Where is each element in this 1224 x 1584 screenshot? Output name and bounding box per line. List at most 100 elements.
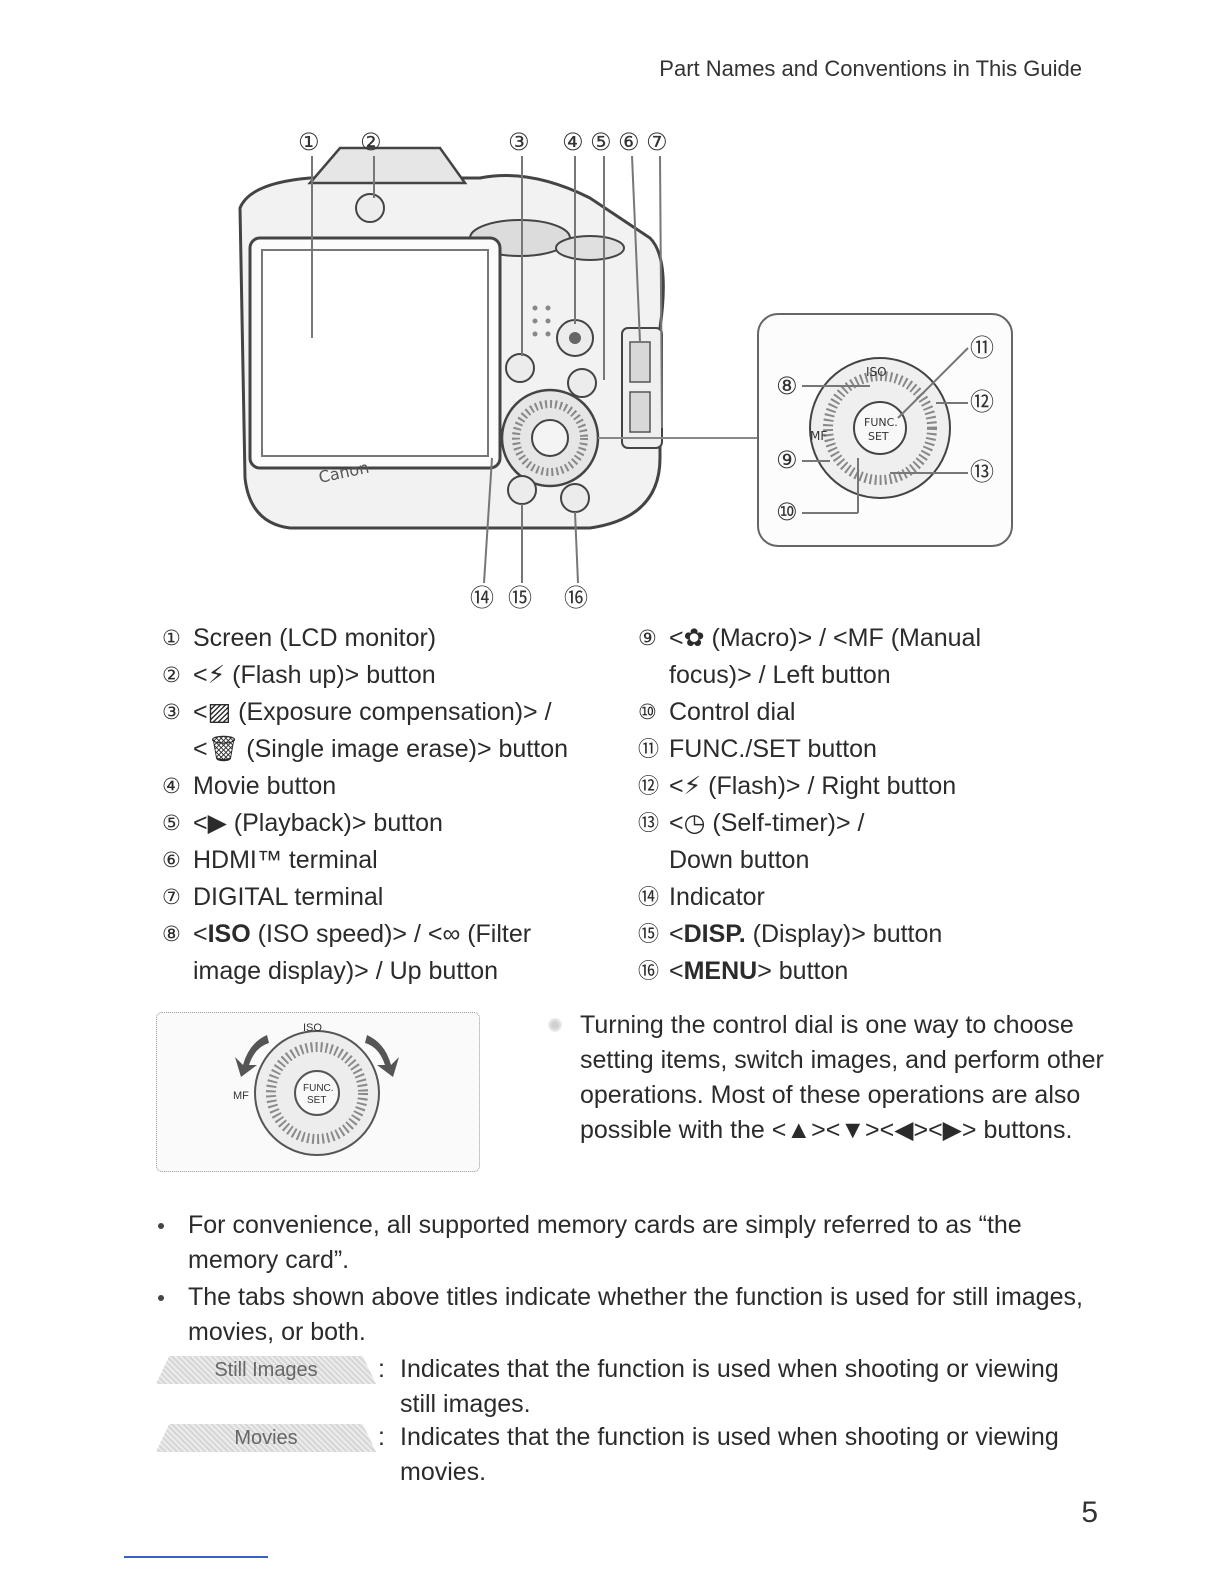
svg-text:SET: SET bbox=[868, 430, 889, 443]
lcd-screen bbox=[261, 249, 489, 457]
control-dial-ring bbox=[512, 400, 588, 476]
legend-text: DIGITAL terminal bbox=[193, 883, 384, 911]
legend-text: (Display)> button bbox=[745, 920, 943, 948]
playback-icon: ▶ bbox=[207, 809, 227, 837]
callout-12: ⑫ bbox=[970, 388, 994, 416]
callout-15: ⑮ bbox=[508, 584, 532, 612]
legend-num: ⑦ bbox=[162, 886, 181, 909]
legend-pre: < bbox=[669, 772, 684, 800]
callout-4: ④ bbox=[562, 128, 584, 156]
list-item-text: For convenience, all supported memory ca… bbox=[188, 1211, 1022, 1274]
legend-num: ④ bbox=[162, 775, 181, 798]
legend-item: ① Screen (LCD monitor) bbox=[162, 620, 612, 657]
page-header: Part Names and Conventions in This Guide bbox=[659, 56, 1082, 81]
legend-num: ⑮ bbox=[638, 923, 659, 946]
legend-num: ② bbox=[162, 664, 181, 687]
legend-num: ⑯ bbox=[638, 960, 659, 983]
legend-text: (Self-timer)> / bbox=[705, 809, 865, 837]
legend-text: FUNC./SET button bbox=[669, 735, 877, 763]
legend-text: (Macro)> / <MF (Manual bbox=[704, 624, 982, 652]
legend-item: ⑭ Indicator bbox=[638, 879, 1078, 916]
control-dial-tip: Turning the control dial is one way to c… bbox=[548, 1008, 1108, 1148]
svg-text:SET: SET bbox=[307, 1095, 326, 1106]
svg-text:ISO: ISO bbox=[303, 1022, 322, 1034]
macro-icon: ✿ bbox=[683, 624, 705, 652]
svg-text:MF: MF bbox=[810, 429, 827, 443]
callout-8: ⑧ bbox=[776, 372, 798, 400]
legend-text: (Playback)> button bbox=[226, 809, 443, 837]
legend-text: Indicator bbox=[669, 883, 765, 911]
legend-num: ⑭ bbox=[638, 886, 659, 909]
legend-num: ⑬ bbox=[638, 812, 659, 835]
legend-item: ⑬<◷ (Self-timer)> /Down button bbox=[638, 805, 1078, 879]
flash-icon: ⚡ bbox=[683, 772, 702, 800]
legend-item: ⑮ <DISP. (Display)> button bbox=[638, 916, 1078, 953]
rotate-left-arrow-icon bbox=[235, 1035, 269, 1077]
still-images-tab-badge: Still Images bbox=[156, 1356, 376, 1384]
bullet-dot-icon bbox=[158, 1223, 164, 1229]
tab-description: Indicates that the function is used when… bbox=[400, 1423, 1059, 1486]
legend-text-cont: Down button bbox=[669, 846, 810, 874]
exposure-button bbox=[505, 353, 535, 383]
flash-up-button bbox=[355, 193, 385, 223]
callout-14: ⑭ bbox=[470, 584, 494, 612]
legend-pre: < bbox=[669, 957, 684, 985]
legend-num: ⑩ bbox=[638, 701, 657, 724]
legend-text: Control dial bbox=[669, 698, 796, 726]
legend-text: (Flash)> / Right button bbox=[701, 772, 957, 800]
legend-num: ⑫ bbox=[638, 775, 659, 798]
legend-num: ⑨ bbox=[638, 627, 657, 650]
legend-pre: < bbox=[669, 809, 684, 837]
legend-item: ⑦ DIGITAL terminal bbox=[162, 879, 612, 916]
tab-row-movies: Movies : Indicates that the function is … bbox=[156, 1420, 1116, 1488]
callout-9: ⑨ bbox=[776, 446, 798, 474]
legend-num: ⑤ bbox=[162, 812, 181, 835]
callout-13: ⑬ bbox=[970, 458, 994, 486]
tab-row-still-images: Still Images : Indicates that the functi… bbox=[156, 1352, 1116, 1420]
bullet-dot-icon bbox=[158, 1295, 164, 1301]
legend-text: (Exposure compensation)> / bbox=[231, 698, 552, 726]
legend-text-cont: image display)> / Up button bbox=[193, 957, 499, 985]
svg-text:FUNC.: FUNC. bbox=[303, 1083, 334, 1094]
iso-icon: ISO bbox=[207, 920, 251, 948]
legend-item: ③<▨ (Exposure compensation)> /<🗑 (Single… bbox=[162, 694, 612, 768]
func-set-button bbox=[531, 419, 569, 457]
tab-description: Indicates that the function is used when… bbox=[400, 1355, 1059, 1418]
callout-7: ⑦ bbox=[646, 128, 668, 156]
callout-6: ⑥ bbox=[618, 128, 640, 156]
page-number: 5 bbox=[1081, 1496, 1098, 1529]
callout-10: ⑩ bbox=[776, 498, 798, 526]
rotate-right-arrow-icon bbox=[365, 1035, 399, 1077]
playback-button bbox=[567, 368, 597, 398]
menu-icon: MENU bbox=[683, 957, 758, 985]
tab-colon: : bbox=[378, 1355, 385, 1383]
legend-num: ⑥ bbox=[162, 849, 181, 872]
legend-pre: < bbox=[193, 698, 208, 726]
legend-text: Screen (LCD monitor) bbox=[193, 624, 437, 652]
legend-text-cont: <🗑 (Single image erase)> button bbox=[193, 735, 568, 763]
legend-num: ① bbox=[162, 627, 181, 650]
svg-text:FUNC.: FUNC. bbox=[864, 416, 898, 429]
callout-11: ⑪ bbox=[970, 334, 994, 362]
list-item-text: The tabs shown above titles indicate whe… bbox=[188, 1283, 1083, 1346]
legend-item: ⑤<▶ (Playback)> button bbox=[162, 805, 612, 842]
legend-item: ⑫ <⚡ (Flash)> / Right button bbox=[638, 768, 1078, 805]
legend-pre: < bbox=[193, 920, 208, 948]
legend-item: ⑥ HDMI™ terminal bbox=[162, 842, 612, 879]
callout-3: ③ bbox=[508, 128, 530, 156]
legend-text: (Flash up)> button bbox=[225, 661, 436, 689]
list-item: The tabs shown above titles indicate whe… bbox=[156, 1280, 1116, 1350]
legend-pre: < bbox=[669, 920, 684, 948]
legend-text: HDMI™ terminal bbox=[193, 846, 378, 874]
disp-icon: DISP. bbox=[683, 920, 746, 948]
shutter-dial bbox=[555, 235, 625, 261]
flash-housing bbox=[307, 146, 468, 185]
legend-pre: < bbox=[193, 661, 208, 689]
dial-center bbox=[294, 1070, 340, 1116]
legend-num: ⑧ bbox=[162, 923, 181, 946]
camera-diagram: Canon ① ② ③ ④ ⑤ ⑥ ⑦ bbox=[230, 128, 1030, 623]
tip-bullet-icon bbox=[548, 1018, 562, 1032]
